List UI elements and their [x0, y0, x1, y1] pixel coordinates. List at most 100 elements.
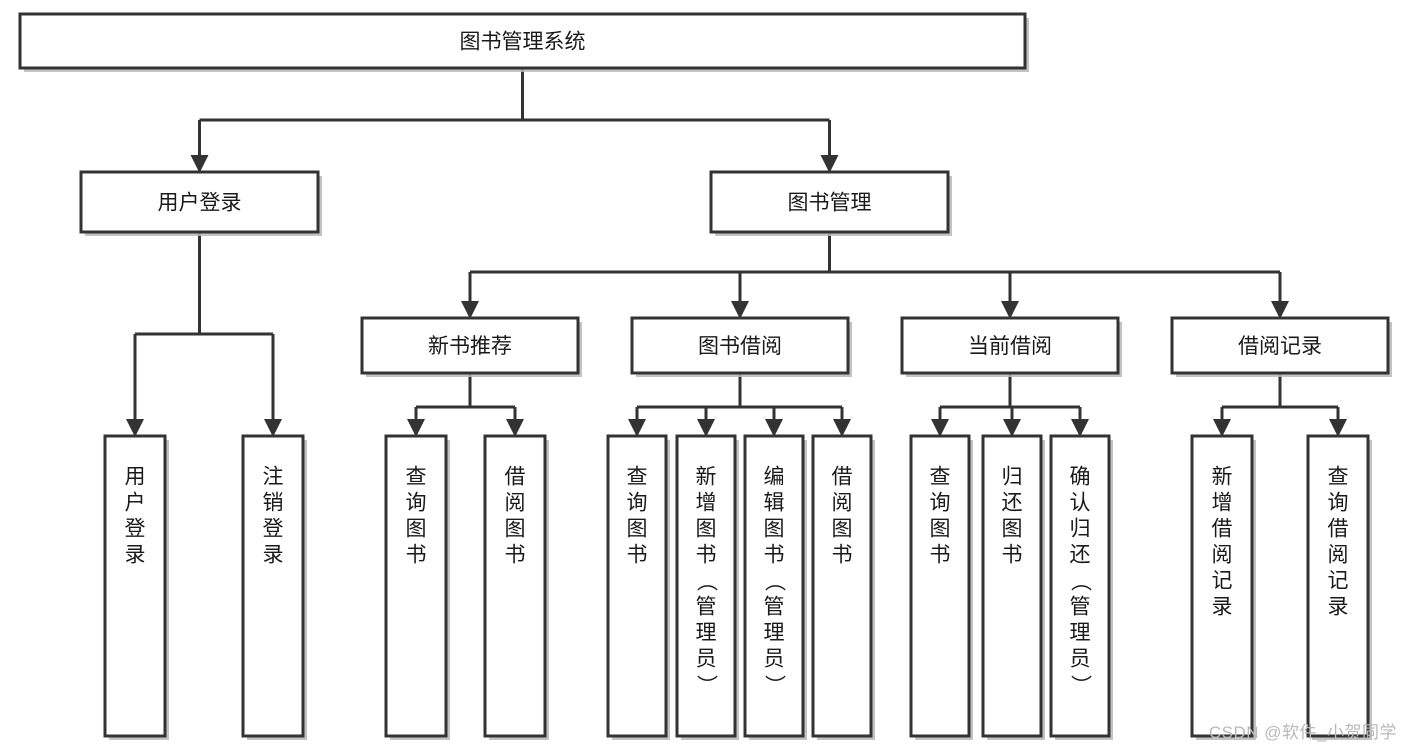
node-label-char: 书: [627, 544, 648, 567]
node-label: 图书管理系统: [460, 31, 586, 54]
node-label-char: 阅: [832, 492, 853, 515]
node-leaf-add-record[interactable]: 新增借阅记录新增借阅记录: [1190, 434, 1256, 740]
node-label-char: 录: [125, 544, 146, 567]
node-root[interactable]: 图书管理系统: [18, 12, 1029, 72]
node-label: 图书借阅: [698, 335, 782, 358]
node-label-char: 查: [1328, 466, 1349, 489]
csdn-watermark: CSDN @软件_小贺同学: [1208, 723, 1397, 742]
node-label-char: 阅: [1328, 544, 1349, 567]
node-label-char: 借: [1212, 518, 1233, 541]
node-leaf-user-login[interactable]: 用户登录用户登录: [103, 434, 169, 740]
node-label-char: 书: [406, 544, 427, 567]
node-label-char: 理: [696, 622, 717, 645]
edge-group-borrow-record: [1213, 373, 1347, 437]
node-book-borrow[interactable]: 图书借阅: [630, 316, 852, 377]
node-label-char: （: [695, 571, 718, 592]
node-label: 借阅记录: [1238, 335, 1322, 358]
arrowhead-icon: [407, 419, 425, 437]
node-leaf-return-book[interactable]: 归还图书归还图书: [981, 434, 1045, 740]
node-leaf-borrow-book-2[interactable]: 借阅图书借阅图书: [811, 434, 875, 740]
arrowhead-icon: [264, 419, 282, 437]
node-label-char: ）: [1069, 675, 1092, 696]
edge-group-current-borrow: [931, 373, 1089, 437]
node-leaf-query-book-2[interactable]: 查询图书查询图书: [606, 434, 670, 740]
node-label-char: 查: [406, 466, 427, 489]
node-label-char: 书: [505, 544, 526, 567]
arrowhead-icon: [731, 301, 749, 319]
arrowhead-icon: [697, 419, 715, 437]
node-label-char: 管: [1070, 596, 1091, 619]
node-borrow-record[interactable]: 借阅记录: [1170, 316, 1392, 377]
node-label-char: 录: [263, 544, 284, 567]
node-book-manage[interactable]: 图书管理: [709, 170, 952, 236]
node-label-char: 登: [263, 518, 284, 541]
node-label-char: 询: [627, 492, 648, 515]
edge-group-book-manage: [461, 232, 1289, 319]
arrowhead-icon: [506, 419, 524, 437]
node-label: 图书管理: [788, 192, 872, 215]
node-label-char: 编: [764, 466, 785, 489]
node-label-char: 阅: [1212, 544, 1233, 567]
node-label-char: 归: [1070, 518, 1091, 541]
node-label-char: 询: [406, 492, 427, 515]
nodes-layer: 图书管理系统用户登录图书管理新书推荐图书借阅当前借阅借阅记录用户登录用户登录注销…: [18, 12, 1392, 740]
node-leaf-query-book-3[interactable]: 查询图书查询图书: [909, 434, 973, 740]
arrowhead-icon: [190, 155, 209, 173]
arrowhead-icon: [820, 155, 839, 173]
node-leaf-borrow-book-1[interactable]: 借阅图书借阅图书: [483, 434, 549, 740]
edge-group-user-login: [126, 232, 282, 437]
node-label-char: 新: [1212, 466, 1233, 489]
arrowhead-icon: [461, 301, 479, 319]
node-label-char: 查: [627, 466, 648, 489]
node-leaf-logout[interactable]: 注销登录注销登录: [241, 434, 307, 740]
node-label-char: 还: [1070, 544, 1091, 567]
node-label-char: 书: [1002, 544, 1023, 567]
edge-group-new-book-recommend: [407, 373, 524, 437]
node-label-char: 销: [263, 492, 284, 515]
node-label-char: （: [1069, 571, 1092, 592]
edge-group-root: [190, 68, 839, 173]
node-user-login[interactable]: 用户登录: [79, 170, 322, 236]
node-current-borrow[interactable]: 当前借阅: [900, 316, 1122, 377]
node-label-char: 户: [125, 492, 146, 515]
arrowhead-icon: [126, 419, 144, 437]
node-label-char: 辑: [764, 492, 785, 515]
node-label-char: 理: [764, 622, 785, 645]
node-label-char: 理: [1070, 622, 1091, 645]
node-label-char: 图: [696, 518, 717, 541]
node-label-char: 员: [696, 648, 717, 671]
node-label-char: 录: [1328, 596, 1349, 619]
node-label-char: 归: [1002, 466, 1023, 489]
arrowhead-icon: [1213, 419, 1231, 437]
node-leaf-query-record[interactable]: 查询借阅记录查询借阅记录: [1306, 434, 1372, 740]
node-label-char: 阅: [505, 492, 526, 515]
node-label-char: 员: [1070, 648, 1091, 671]
node-label-char: 查: [930, 466, 951, 489]
node-label-char: 还: [1002, 492, 1023, 515]
arrowhead-icon: [931, 419, 949, 437]
node-label-char: ）: [695, 675, 718, 696]
node-label-char: 增: [696, 492, 717, 515]
node-label-char: 图: [627, 518, 648, 541]
node-new-book-recommend[interactable]: 新书推荐: [360, 316, 582, 377]
node-label-char: 图: [1002, 518, 1023, 541]
node-label-char: 登: [125, 518, 146, 541]
node-leaf-query-book-1[interactable]: 查询图书查询图书: [384, 434, 450, 740]
arrowhead-icon: [628, 419, 646, 437]
node-label-char: 记: [1328, 570, 1349, 593]
edges-layer: [126, 68, 1347, 437]
node-label-char: 借: [1328, 518, 1349, 541]
node-label-char: 员: [764, 648, 785, 671]
node-label-char: （: [763, 571, 786, 592]
node-label-char: 询: [1328, 492, 1349, 515]
node-label: 用户登录: [158, 192, 242, 215]
node-label-char: 录: [1212, 596, 1233, 619]
node-label-char: 图: [764, 518, 785, 541]
node-label-char: ）: [763, 675, 786, 696]
node-label-char: 书: [832, 544, 853, 567]
